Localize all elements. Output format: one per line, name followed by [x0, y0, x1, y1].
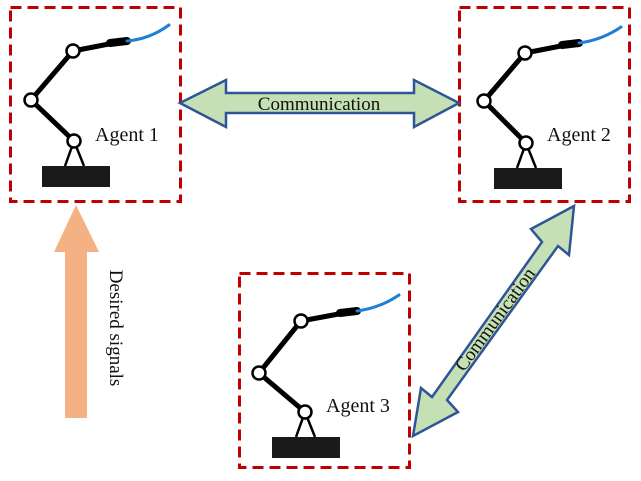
agent-1: Agent 1 — [9, 6, 182, 203]
agent-3-label: Agent 3 — [326, 395, 390, 417]
desired-signals-input: Desired signals — [54, 205, 126, 418]
agent-2-border — [458, 6, 631, 203]
robot-arm-icon — [476, 25, 623, 189]
agent-2: Agent 2 — [458, 6, 631, 203]
agent-1-border — [9, 6, 182, 203]
desired-signals-label: Desired signals — [105, 270, 126, 387]
communication-label-2-3: Communication — [451, 264, 540, 376]
agent-2-label: Agent 2 — [547, 124, 611, 146]
double-arrow-icon — [177, 77, 462, 130]
communication-link-1-2: Communication — [177, 77, 462, 130]
communication-label-1-2: Communication — [258, 94, 381, 115]
up-arrow-icon — [54, 205, 99, 418]
agent-3: Agent 3 — [238, 272, 411, 469]
robot-arm-icon — [23, 23, 171, 187]
double-arrow-icon — [411, 203, 576, 439]
communication-link-2-3: Communication — [411, 203, 576, 439]
robot-arm-icon — [251, 293, 401, 458]
agent-1-label: Agent 1 — [95, 124, 159, 146]
agent-3-border — [238, 272, 411, 469]
